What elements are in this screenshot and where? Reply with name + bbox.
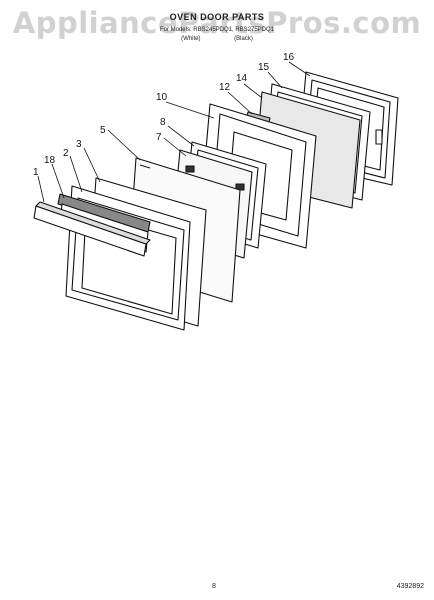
model-list: For Models: RBS245PDQ1, RBS275PDQ1 (159, 27, 275, 33)
watermark: AppliancePartsPros.com (12, 6, 422, 40)
callout-10: 10 (156, 92, 168, 103)
color-black: (Black) (234, 36, 253, 42)
callout-12: 12 (219, 82, 231, 93)
callout-3: 3 (76, 139, 82, 150)
color-list: (White) (Black) (0, 36, 434, 42)
callout-1: 1 (33, 167, 39, 178)
callout-15: 15 (258, 62, 270, 73)
callout-8: 8 (160, 117, 166, 128)
color-white: (White) (181, 36, 201, 42)
callout-14: 14 (236, 73, 248, 84)
part-1-handle (33, 201, 151, 257)
callout-18: 18 (44, 155, 56, 166)
callout-2: 2 (63, 148, 69, 159)
leader-lines (37, 61, 311, 203)
part-number: 4392892 (396, 583, 424, 590)
callout-5: 5 (100, 125, 106, 136)
callout-16: 16 (283, 52, 295, 63)
page-title: OVEN DOOR PARTS (169, 12, 265, 22)
callout-7: 7 (156, 132, 162, 143)
page-number: 8 (212, 583, 216, 590)
